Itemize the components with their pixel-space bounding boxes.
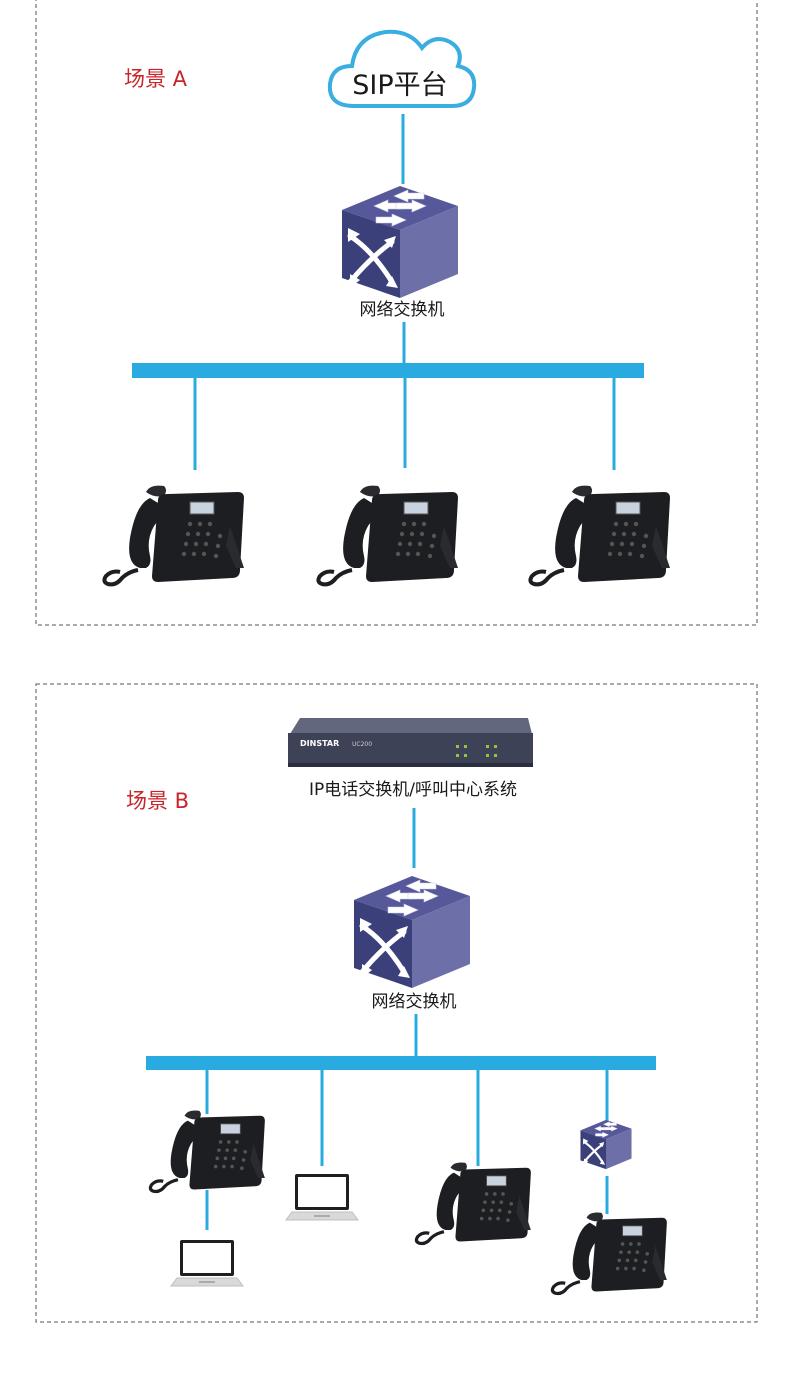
scene-a-bus <box>132 363 644 378</box>
scene-b-network-switch <box>354 876 470 988</box>
scene-b-ip-phone-3 <box>550 1210 669 1296</box>
scene-b-border <box>35 683 758 1323</box>
server-label: IP电话交换机/呼叫中心系统 <box>309 780 517 800</box>
scene-b-links <box>205 808 609 1230</box>
server-model: UC200 <box>352 741 372 748</box>
sip-platform-cloud: SIP平台 <box>327 29 477 108</box>
scene-a-network-switch <box>342 186 458 298</box>
scene-b-label: 场景 B <box>126 789 189 813</box>
scene-a-ip-phone-1 <box>102 483 247 587</box>
scene-a-ip-phone-3 <box>528 483 672 587</box>
scene-a-switch-label: 网络交换机 <box>360 300 445 320</box>
scene-b-small-switch <box>579 1118 633 1171</box>
scene-b-switch-label: 网络交换机 <box>372 992 457 1012</box>
scene-a-label: 场景 A <box>124 67 188 91</box>
scene-b-laptop-2 <box>285 1173 359 1221</box>
server-brand: DINSTAR <box>300 739 339 748</box>
scene-a-links <box>193 114 616 470</box>
scene-b-ip-phone-1 <box>148 1108 267 1194</box>
ip-pbx-server: DINSTAR UC200 <box>288 718 533 767</box>
scene-b-bus <box>146 1056 656 1070</box>
scene-b-ip-phone-2 <box>414 1160 533 1246</box>
scene-a-ip-phone-2 <box>316 483 460 587</box>
cloud-text: SIP平台 <box>352 70 447 101</box>
scene-a-border <box>35 0 758 626</box>
scene-b-laptop-1 <box>170 1239 244 1287</box>
